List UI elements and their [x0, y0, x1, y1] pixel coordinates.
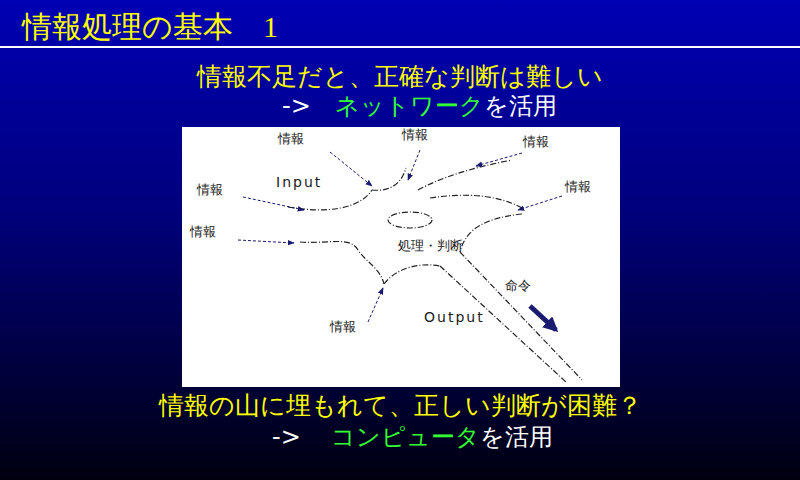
input-arrow: [476, 153, 522, 166]
slide-title: 情報処理の基本 1: [22, 10, 278, 45]
input-arrow: [368, 288, 383, 322]
statement: 情報の山に埋もれて、正しい判断が困難？: [159, 392, 642, 421]
nucleus: [388, 212, 432, 228]
arrow-text: ->: [272, 424, 301, 452]
info-label: 情報: [402, 128, 428, 143]
input-arrows: [238, 150, 562, 322]
statement: を活用: [484, 93, 557, 121]
input-arrow: [330, 152, 372, 186]
cell-body: [460, 214, 522, 252]
cell-body: 処理・判断: [395, 235, 466, 257]
input-arrow: [243, 197, 304, 210]
info-label: 情報: [565, 180, 591, 195]
arrow-text: ->: [282, 93, 311, 121]
statement: を活用: [480, 424, 553, 452]
output-label: Output: [424, 309, 485, 325]
command-arrow: [530, 306, 556, 330]
info-label: 情報: [523, 135, 549, 150]
dendrite: [418, 160, 512, 190]
info-label: 情報: [278, 132, 304, 147]
image-panel: [182, 127, 620, 387]
neuron-outline: [288, 160, 582, 382]
dendrite: [430, 195, 522, 208]
info-label: 情報: [330, 320, 356, 335]
keyword: コンピュータ: [331, 424, 480, 452]
info-label: 情報: [197, 183, 223, 198]
dendrite: [288, 190, 372, 210]
input-arrow: [408, 150, 420, 180]
command-label: 命令: [505, 279, 531, 294]
process-label: 処理・判断: [398, 238, 463, 253]
keyword: ネットワーク: [335, 93, 484, 121]
title-rule: [0, 46, 800, 48]
input-arrow: [238, 240, 294, 243]
input-arrow: [518, 196, 562, 210]
cell-body: [384, 265, 440, 284]
dendrite: [372, 168, 406, 190]
info-label: 情報: [190, 225, 216, 240]
input-label: Input: [276, 174, 322, 190]
dendrite: [300, 242, 384, 285]
statement: 情報不足だと、正確な判断は難しい: [197, 63, 603, 92]
